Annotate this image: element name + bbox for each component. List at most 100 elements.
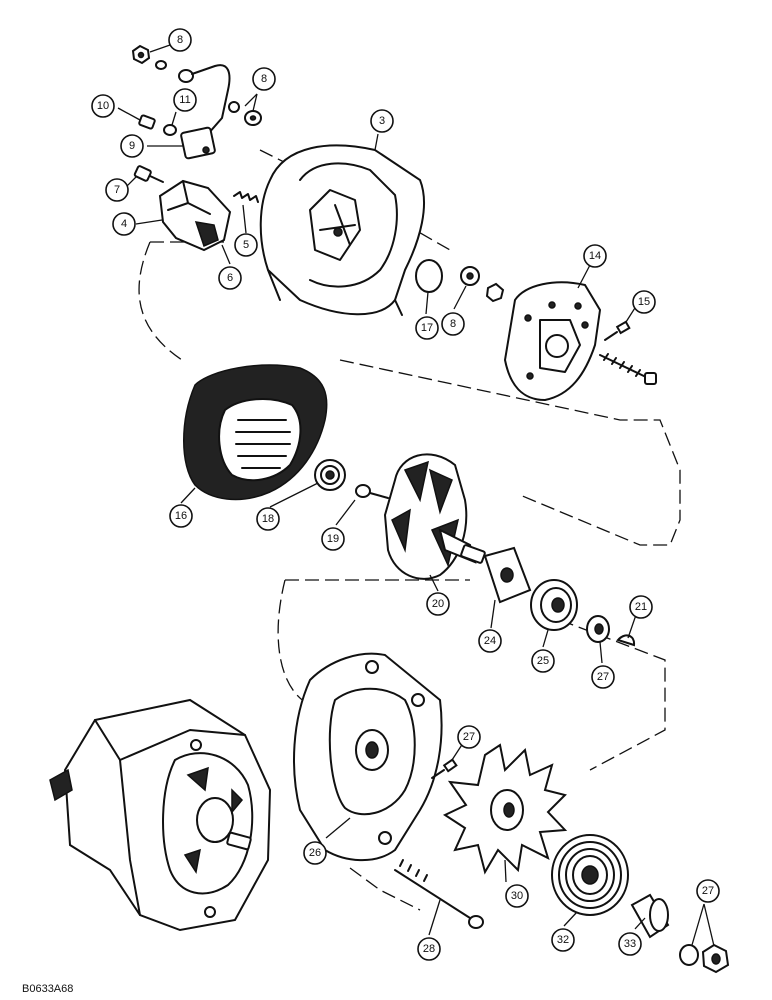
stator-16: [183, 364, 328, 501]
callout-number: 8: [450, 318, 456, 330]
callout-circle: [696, 879, 720, 903]
callout-11: 11: [173, 88, 197, 112]
drawing-code: B0633A68: [22, 983, 73, 995]
callout-21: 21: [629, 595, 653, 619]
callout-circle: [426, 592, 450, 616]
callout-circle: [256, 507, 280, 531]
callout-number: 25: [537, 655, 549, 667]
callout-25: 25: [531, 649, 555, 673]
callout-number: 19: [327, 533, 339, 545]
callout-circle: [91, 94, 115, 118]
assembled-alternator: [49, 698, 272, 932]
spacer-plate-24: [483, 546, 532, 604]
callout-circle: [551, 928, 575, 952]
callout-20: 20: [426, 592, 450, 616]
callout-circle: [629, 595, 653, 619]
callout-circle: [457, 725, 481, 749]
callout-number: 9: [129, 140, 135, 152]
callout-8: 8: [168, 28, 192, 52]
callout-circle: [583, 244, 607, 268]
callout-number: 10: [97, 100, 109, 112]
callout-number: 33: [624, 938, 636, 950]
callout-number: 7: [114, 184, 120, 196]
bearing-18: [314, 459, 346, 491]
o-ring-17: [415, 259, 443, 293]
callout-circle: [234, 233, 258, 257]
wire-lead-9: [178, 64, 231, 160]
callout-number: 21: [635, 601, 647, 613]
fan-30: [442, 743, 568, 875]
leader-lines: [117, 44, 715, 947]
callout-26: 26: [303, 841, 327, 865]
callout-number: 5: [243, 239, 249, 251]
callout-8: 8: [441, 312, 465, 336]
callout-number: 6: [227, 272, 233, 284]
callout-number: 3: [379, 115, 385, 127]
callout-7: 7: [105, 178, 129, 202]
callout-8: 8: [252, 67, 276, 91]
callout-circle: [415, 316, 439, 340]
callout-15: 15: [632, 290, 656, 314]
callout-4: 4: [112, 212, 136, 236]
callout-9: 9: [120, 134, 144, 158]
screw-7: [133, 165, 164, 183]
regulator-brush-holder-4: [158, 179, 232, 252]
callout-3: 3: [370, 109, 394, 133]
callout-circle: [591, 665, 615, 689]
callout-18: 18: [256, 507, 280, 531]
callout-number: 11: [179, 94, 190, 106]
callout-number: 32: [557, 934, 569, 946]
callout-6: 6: [218, 266, 242, 290]
callout-circle: [112, 212, 136, 236]
bearing-8: [460, 266, 505, 303]
key-21: [616, 634, 636, 647]
callout-10: 10: [91, 94, 115, 118]
pulley-32: [551, 834, 629, 916]
callout-17: 17: [415, 316, 439, 340]
callout-number: 16: [175, 510, 187, 522]
rectifier-plate-14: [503, 281, 602, 402]
nut-27-bottom: [679, 943, 730, 974]
callout-number: 27: [463, 731, 475, 743]
callout-28: 28: [417, 937, 441, 961]
nut-8-top: [131, 44, 167, 70]
callout-circle: [169, 504, 193, 528]
callout-27: 27: [457, 725, 481, 749]
callout-circle: [531, 649, 555, 673]
callout-number: 27: [597, 671, 609, 683]
callout-number: 15: [638, 296, 650, 308]
callout-circle: [168, 28, 192, 52]
washer-27-mid: [586, 615, 610, 643]
callout-circle: [505, 884, 529, 908]
callout-number: 8: [261, 73, 267, 85]
screw-27-housing: [431, 758, 458, 779]
callout-circle: [618, 932, 642, 956]
callout-19: 19: [321, 527, 345, 551]
callout-27: 27: [591, 665, 615, 689]
callout-number: 4: [121, 218, 127, 230]
callout-27: 27: [696, 879, 720, 903]
callout-32: 32: [551, 928, 575, 952]
callout-5: 5: [234, 233, 258, 257]
callout-circle: [303, 841, 327, 865]
callout-circle: [370, 109, 394, 133]
callout-circle: [321, 527, 345, 551]
callout-number: 17: [421, 322, 433, 334]
long-screw-14: [599, 353, 657, 385]
screw-10: [138, 114, 177, 136]
callout-circle: [417, 937, 441, 961]
spring-5: [233, 191, 259, 203]
callout-number: 27: [702, 885, 714, 897]
callout-circle: [218, 266, 242, 290]
spacer-33: [630, 893, 670, 939]
callout-circle: [120, 134, 144, 158]
rear-housing-3: [259, 144, 426, 316]
screw-15: [604, 320, 631, 341]
callout-24: 24: [478, 629, 502, 653]
rotor-20: [355, 453, 486, 580]
callout-number: 20: [432, 598, 444, 610]
callout-circle: [252, 67, 276, 91]
callout-33: 33: [618, 932, 642, 956]
